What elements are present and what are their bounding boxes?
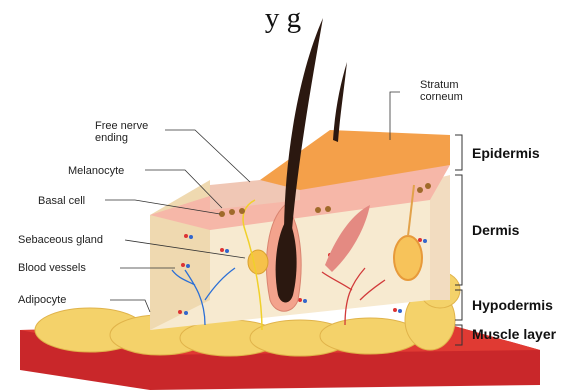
label-blood-vessels: Blood vessels [18,262,86,274]
label-stratum-corneum-text: Stratum corneum [420,79,463,103]
label-adipocyte: Adipocyte [18,294,66,306]
label-basal-cell: Basal cell [38,195,85,207]
label-melanocyte: Melanocyte [68,165,124,177]
label-stratum-corneum: Stratum corneum [420,79,463,103]
label-free-nerve-ending: Free nerve ending [95,120,148,144]
label-sebaceous-gland: Sebaceous gland [18,234,103,246]
hair-shaft-second [333,62,347,142]
layer-brackets [455,135,462,345]
layer-hypodermis: Hypodermis [472,297,553,313]
layer-muscle: Muscle layer [472,326,556,342]
sebaceous-gland [248,250,268,274]
layer-dermis: Dermis [472,222,519,238]
label-free-nerve-ending-text: Free nerve ending [95,120,148,144]
layer-epidermis: Epidermis [472,145,540,161]
sweat-gland [394,236,422,280]
